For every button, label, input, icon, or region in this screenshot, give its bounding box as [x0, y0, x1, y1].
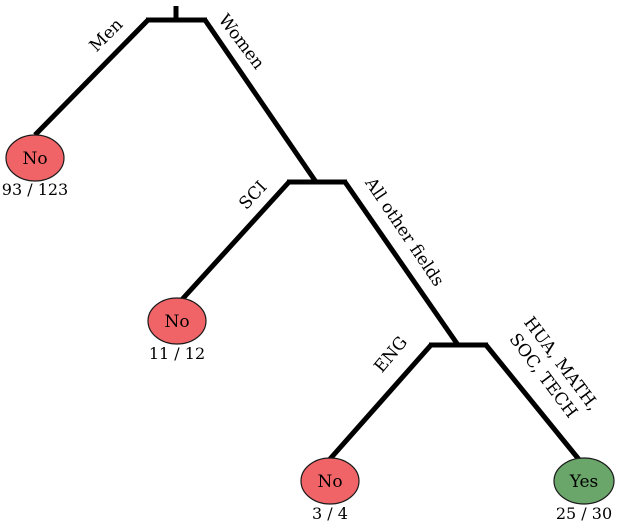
leaf-sci-node [147, 297, 207, 345]
leaf-eng-count: 3 / 4 [312, 504, 348, 523]
leaf-men-count: 93 / 123 [2, 180, 68, 199]
edge-sci [175, 180, 291, 307]
leaf-men-label: No [22, 149, 47, 169]
leaf-other-fields-node [553, 457, 615, 505]
edge-label-all-other-fields: All other fields [360, 173, 448, 290]
edge-all-other-fields [342, 180, 461, 347]
leaf-other-fields: Yes 25 / 30 [553, 457, 615, 523]
edge-women [202, 18, 319, 184]
leaf-sci-count: 11 / 12 [149, 344, 205, 363]
leaf-men-node [5, 134, 65, 182]
leaf-sci: No 11 / 12 [147, 297, 207, 363]
leaf-eng: No 3 / 4 [300, 457, 360, 523]
leaf-men: No 93 / 123 [2, 134, 68, 199]
leaf-eng-label: No [317, 472, 342, 492]
edge-hua-math-soc-tech [484, 343, 583, 464]
leaf-other-fields-label: Yes [569, 472, 599, 492]
leaf-eng-node [300, 457, 360, 505]
leaf-other-fields-count: 25 / 30 [556, 504, 612, 523]
edge-men [33, 18, 150, 137]
edge-eng [320, 343, 433, 470]
leaf-sci-label: No [164, 312, 189, 332]
